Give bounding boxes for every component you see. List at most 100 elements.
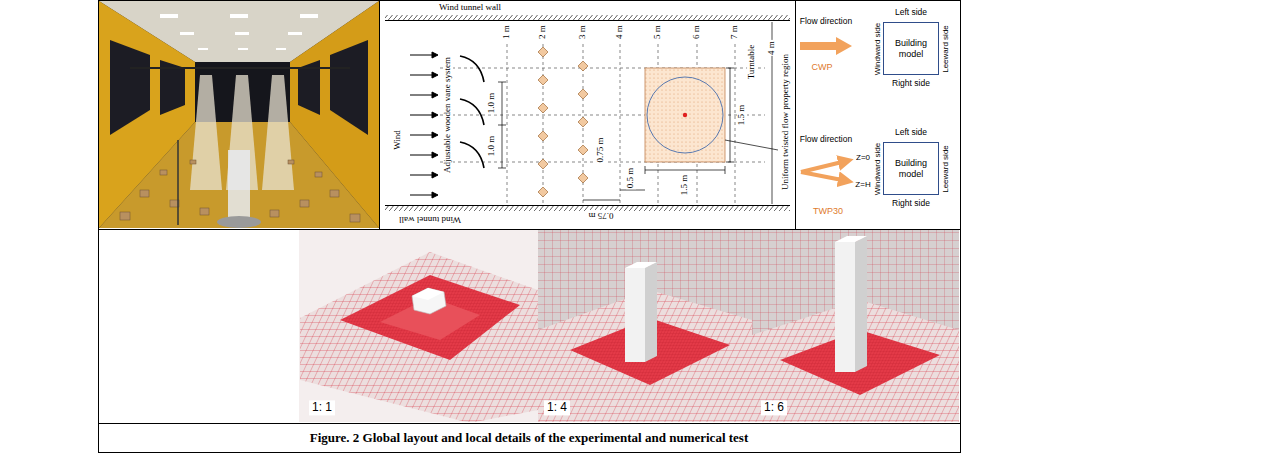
illustration-part: [578, 173, 588, 183]
dimension-label: 1.5 m: [737, 104, 747, 127]
side-label: Left side: [894, 128, 928, 137]
illustration-part: [538, 75, 548, 85]
illustration-part: [835, 242, 855, 372]
side-label: Right side: [891, 79, 931, 88]
dimension-label: Wind tunnel wall: [438, 3, 502, 13]
illustration-part: [432, 92, 438, 98]
illustration-part: [300, 14, 318, 18]
mesh-image-1: [299, 230, 538, 422]
illustration-part: [340, 275, 520, 360]
illustration-part: [726, 68, 734, 69]
illustration-part: [725, 166, 726, 174]
illustration-part: [498, 82, 506, 168]
illustration-part: [730, 68, 731, 162]
illustration-part: [410, 52, 438, 198]
illustration-part: [200, 208, 209, 215]
illustration-part: [578, 61, 588, 71]
illustration-part: [228, 150, 250, 222]
illustration-part: [801, 172, 842, 180]
illustration-part: [412, 288, 446, 314]
illustration-part: [177, 140, 179, 225]
flow-direction-sketch: [800, 37, 852, 180]
dimension-label: 1.0 m: [487, 92, 497, 115]
building-model-box: Building model: [883, 142, 939, 195]
table-frame: [98, 0, 961, 453]
dimension-label: Wind tunnel wall: [398, 214, 462, 224]
illustration-part: [538, 187, 548, 197]
illustration-part: [140, 190, 149, 197]
illustration-part: [230, 14, 248, 18]
illustration-part: [410, 155, 432, 156]
illustration-part: [410, 135, 432, 136]
illustration-part: [120, 212, 130, 220]
side-label: Flow direction: [799, 135, 853, 144]
illustration-part: [410, 95, 432, 96]
illustration-part: [315, 172, 322, 177]
illustration-part: [432, 112, 438, 118]
illustration-part: [725, 140, 778, 150]
dimension-label: 0.5 m: [626, 167, 636, 190]
illustration-part: [800, 37, 852, 55]
side-label: Windward side: [873, 22, 882, 76]
illustration-part: [99, 1, 961, 453]
illustration-part: [160, 170, 167, 175]
illustration-part: [752, 230, 959, 422]
illustration-part: [130, 67, 350, 69]
illustration-part: [583, 22, 778, 204]
illustration-part: [578, 89, 588, 99]
box-text: Building model: [887, 158, 935, 179]
illustration-part: [288, 160, 294, 164]
illustration-part: [432, 72, 438, 78]
illustration-part: [190, 75, 222, 190]
illustration-part: [385, 15, 790, 20]
illustration-part: [578, 145, 588, 155]
illustration-part: [330, 40, 368, 135]
illustration-part: [180, 32, 194, 35]
dimension-label: 7 m: [730, 24, 740, 40]
illustration-part: [726, 162, 734, 163]
illustration-part: [498, 125, 506, 126]
side-label: TWP30: [812, 207, 844, 217]
illustration-part: [801, 162, 842, 172]
illustration-part: [262, 75, 294, 190]
illustration-part: [432, 132, 438, 138]
illustration-part: [410, 115, 432, 116]
illustration-part: [350, 214, 360, 222]
illustration-part: [330, 190, 339, 197]
dimension-label: 3 m: [578, 24, 588, 40]
illustration-part: [160, 14, 178, 18]
illustration-part: [412, 288, 444, 300]
illustration-part: [410, 55, 432, 56]
illustration-part: [300, 200, 309, 207]
illustration-part: [538, 47, 548, 57]
figure-caption: Figure. 2 Global layout and local detail…: [310, 430, 749, 446]
illustration-part: [538, 47, 588, 197]
scale-label: 1: 4: [544, 400, 570, 415]
illustration-part: [625, 262, 657, 268]
wind-tunnel-photo: [99, 1, 379, 228]
illustration-part: [385, 20, 790, 21]
illustration-part: [300, 252, 538, 422]
dimension-label: 0.75 m: [587, 210, 614, 220]
scale-label: 1: 6: [761, 400, 787, 415]
illustration-part: [460, 56, 484, 82]
illustration-part: [645, 262, 657, 362]
illustration-part: [238, 48, 248, 50]
illustration-part: [460, 56, 484, 168]
illustration-part: [410, 195, 432, 196]
dimension-label: Adjustable wooden vane system: [443, 56, 453, 174]
illustration-part: [235, 32, 249, 35]
illustration-part: [647, 77, 723, 153]
side-label: Right side: [891, 199, 931, 208]
illustration-part: [379, 0, 380, 229]
side-label: Leeward side: [942, 144, 951, 194]
dimension-label: 6 m: [692, 24, 702, 40]
illustration-part: [160, 14, 318, 50]
illustration-part: [198, 48, 208, 50]
dimension-label: 1.0 m: [487, 135, 497, 158]
side-label: Z=0: [856, 154, 870, 163]
illustration-part: [583, 200, 620, 201]
illustration-part: [538, 131, 548, 141]
